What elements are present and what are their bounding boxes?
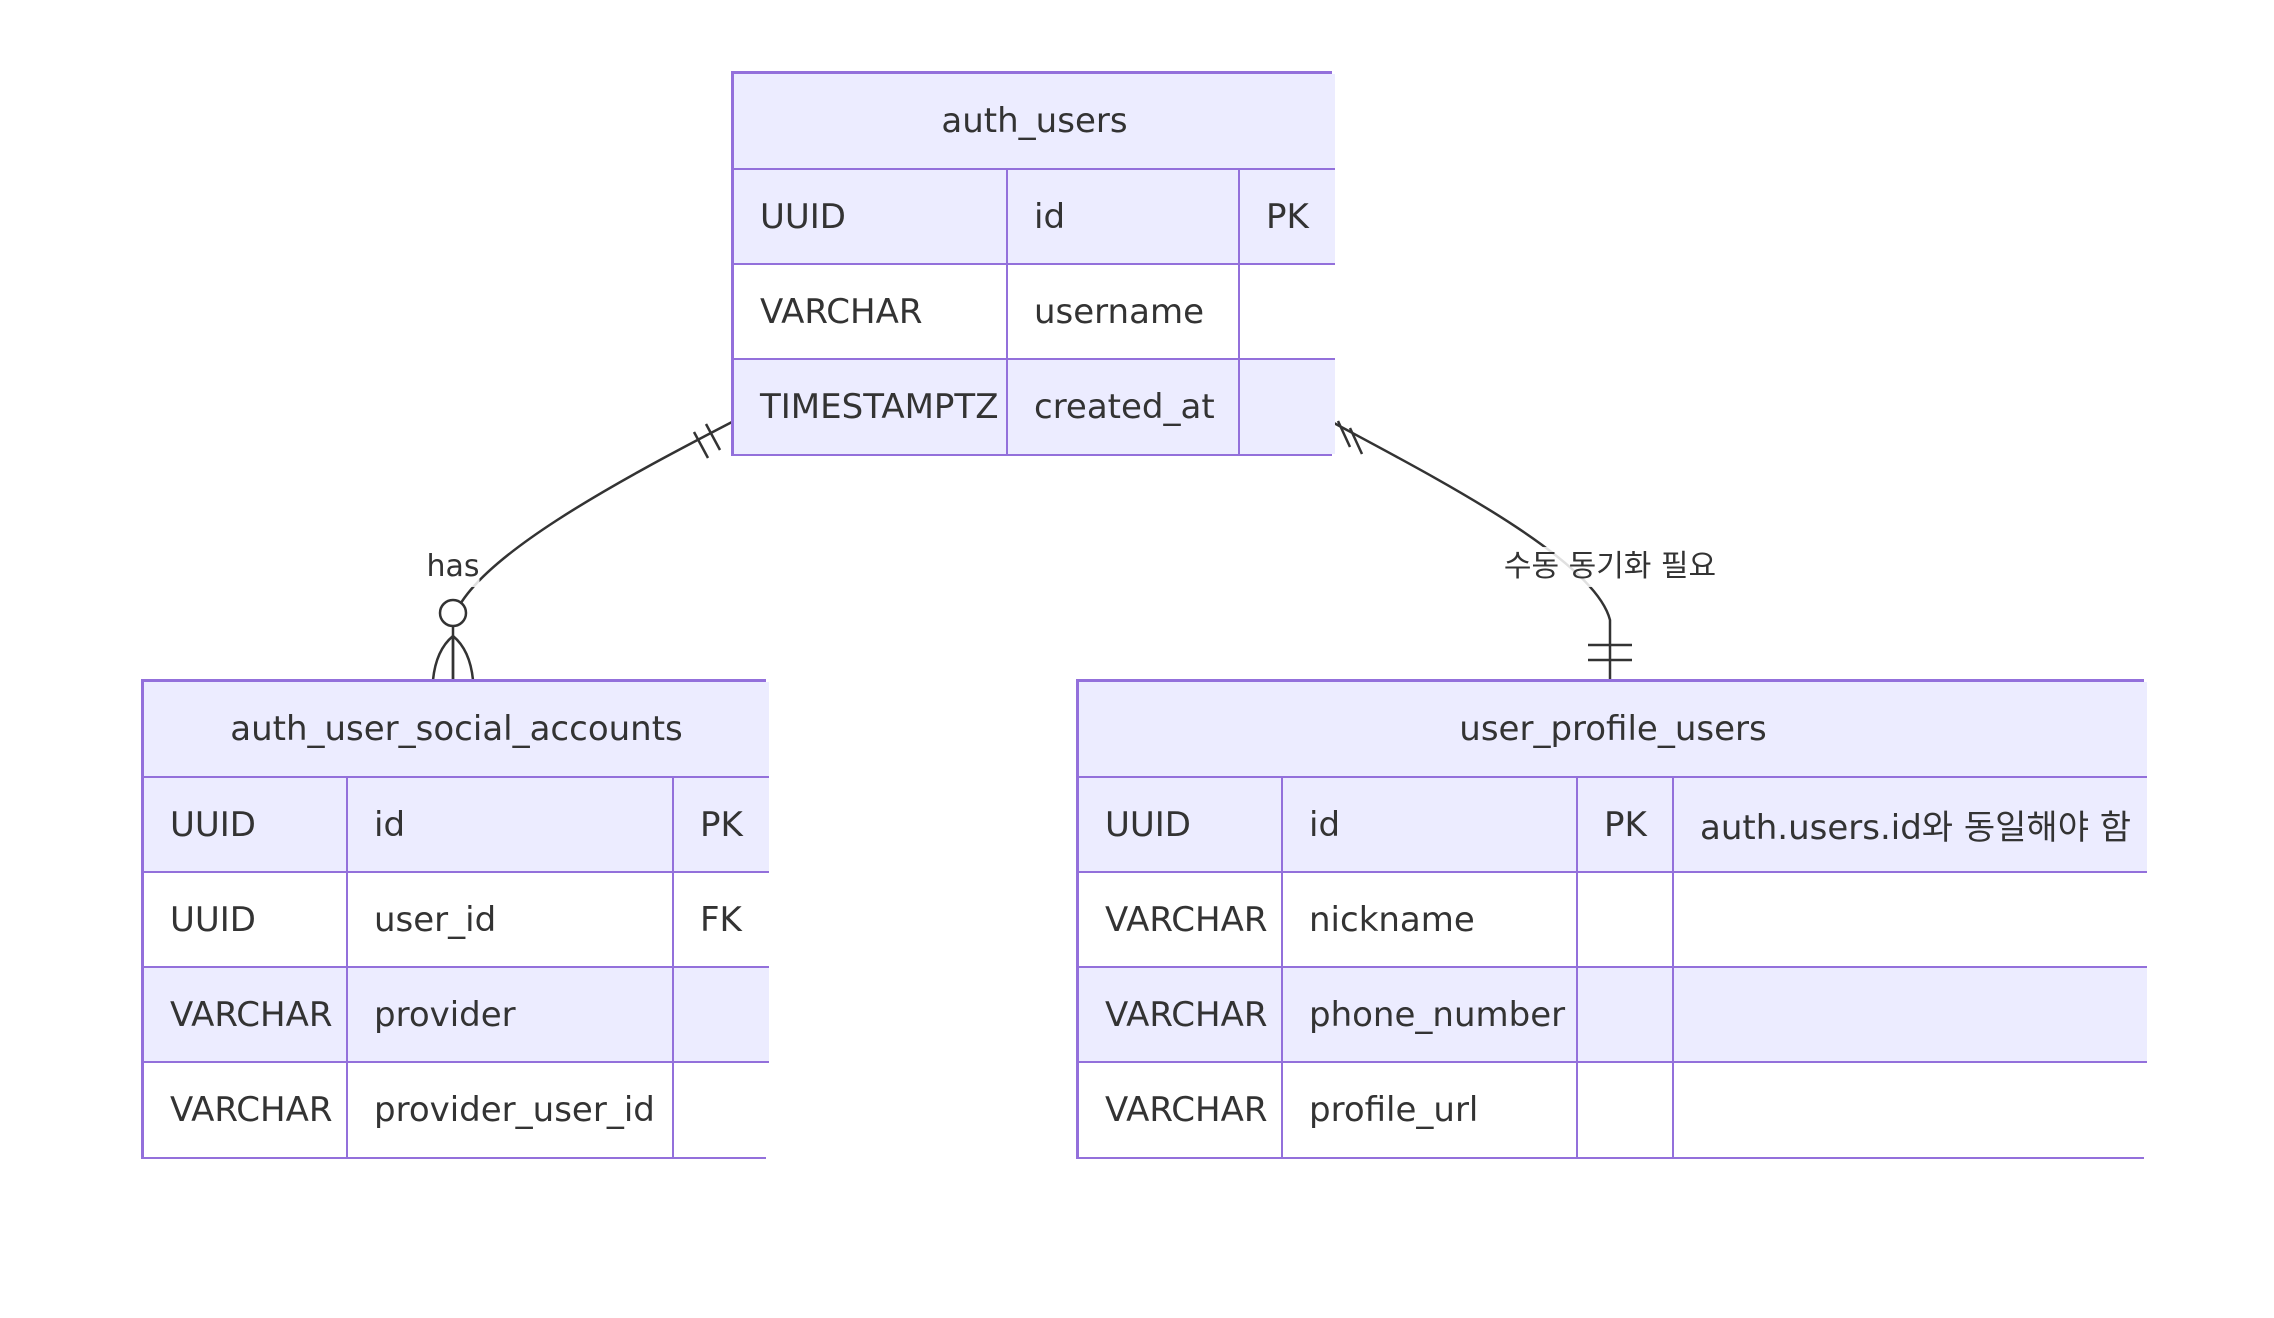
attribute-name: user_id (346, 871, 674, 968)
attribute-key (1576, 871, 1674, 968)
attribute-comment (1672, 966, 2147, 1063)
table-row: UUID id PK (144, 776, 769, 873)
table-row: VARCHAR nickname (1079, 871, 2147, 968)
one-marker-has-1 (692, 431, 710, 459)
attribute-name: username (1006, 263, 1240, 360)
table-row: VARCHAR provider_user_id (144, 1061, 769, 1157)
attribute-type: VARCHAR (734, 263, 1008, 360)
one-marker-sync-2 (1348, 427, 1364, 455)
entity-title: auth_user_social_accounts (144, 682, 769, 778)
attribute-type: VARCHAR (144, 1061, 348, 1157)
table-row: TIMESTAMPTZ created_at (734, 358, 1335, 454)
attribute-type: UUID (144, 871, 348, 968)
table-row: UUID id PK auth.users.id와 동일해야 함 (1079, 776, 2147, 873)
attribute-type: VARCHAR (1079, 966, 1283, 1063)
table-row: VARCHAR provider (144, 966, 769, 1063)
attribute-name: created_at (1006, 358, 1240, 454)
attribute-type: VARCHAR (144, 966, 348, 1063)
attribute-key (672, 1061, 769, 1157)
attribute-name: profile_url (1281, 1061, 1578, 1157)
attribute-type: TIMESTAMPTZ (734, 358, 1008, 454)
attribute-type: VARCHAR (1079, 871, 1283, 968)
attribute-name: nickname (1281, 871, 1578, 968)
entity-user-profile-users: user_profile_users UUID id PK auth.users… (1076, 679, 2147, 1159)
attribute-key: PK (1576, 776, 1674, 873)
attribute-name: id (346, 776, 674, 873)
attribute-name: id (1281, 776, 1578, 873)
relationship-line-has (451, 420, 733, 680)
attribute-key (672, 966, 769, 1063)
attribute-name: provider (346, 966, 674, 1063)
table-row: UUID id PK (734, 168, 1335, 265)
attribute-key (1238, 263, 1335, 360)
attribute-key: PK (672, 776, 769, 873)
one-marker-sync-1 (1336, 420, 1352, 448)
attribute-name: provider_user_id (346, 1061, 674, 1157)
attribute-key (1576, 1061, 1674, 1157)
attribute-comment (1672, 871, 2147, 968)
attribute-comment (1672, 1061, 2147, 1157)
attribute-name: id (1006, 168, 1240, 265)
attribute-type: VARCHAR (1079, 1061, 1283, 1157)
attribute-name: phone_number (1281, 966, 1578, 1063)
table-row: VARCHAR phone_number (1079, 966, 2147, 1063)
relationship-line-sync (1331, 420, 1612, 680)
attribute-key: PK (1238, 168, 1335, 265)
table-row: UUID user_id FK (144, 871, 769, 968)
zero-marker-has (438, 598, 468, 628)
attribute-type: UUID (1079, 776, 1283, 873)
attribute-type: UUID (734, 168, 1008, 265)
entity-auth-users: auth_users UUID id PK VARCHAR username T… (731, 71, 1335, 456)
attribute-comment: auth.users.id와 동일해야 함 (1672, 776, 2147, 873)
attribute-key (1576, 966, 1674, 1063)
many-marker-has (431, 634, 475, 681)
table-row: VARCHAR username (734, 263, 1335, 360)
one-marker-has-2 (704, 423, 722, 451)
attribute-key (1238, 358, 1335, 454)
entity-auth-user-social-accounts: auth_user_social_accounts UUID id PK UUI… (141, 679, 769, 1159)
relationship-label-has: has (426, 547, 480, 587)
relationship-label-sync: 수동 동기화 필요 (1503, 547, 1717, 587)
entity-title: auth_users (734, 74, 1335, 170)
attribute-type: UUID (144, 776, 348, 873)
entity-title: user_profile_users (1079, 682, 2147, 778)
attribute-key: FK (672, 871, 769, 968)
table-row: VARCHAR profile_url (1079, 1061, 2147, 1157)
